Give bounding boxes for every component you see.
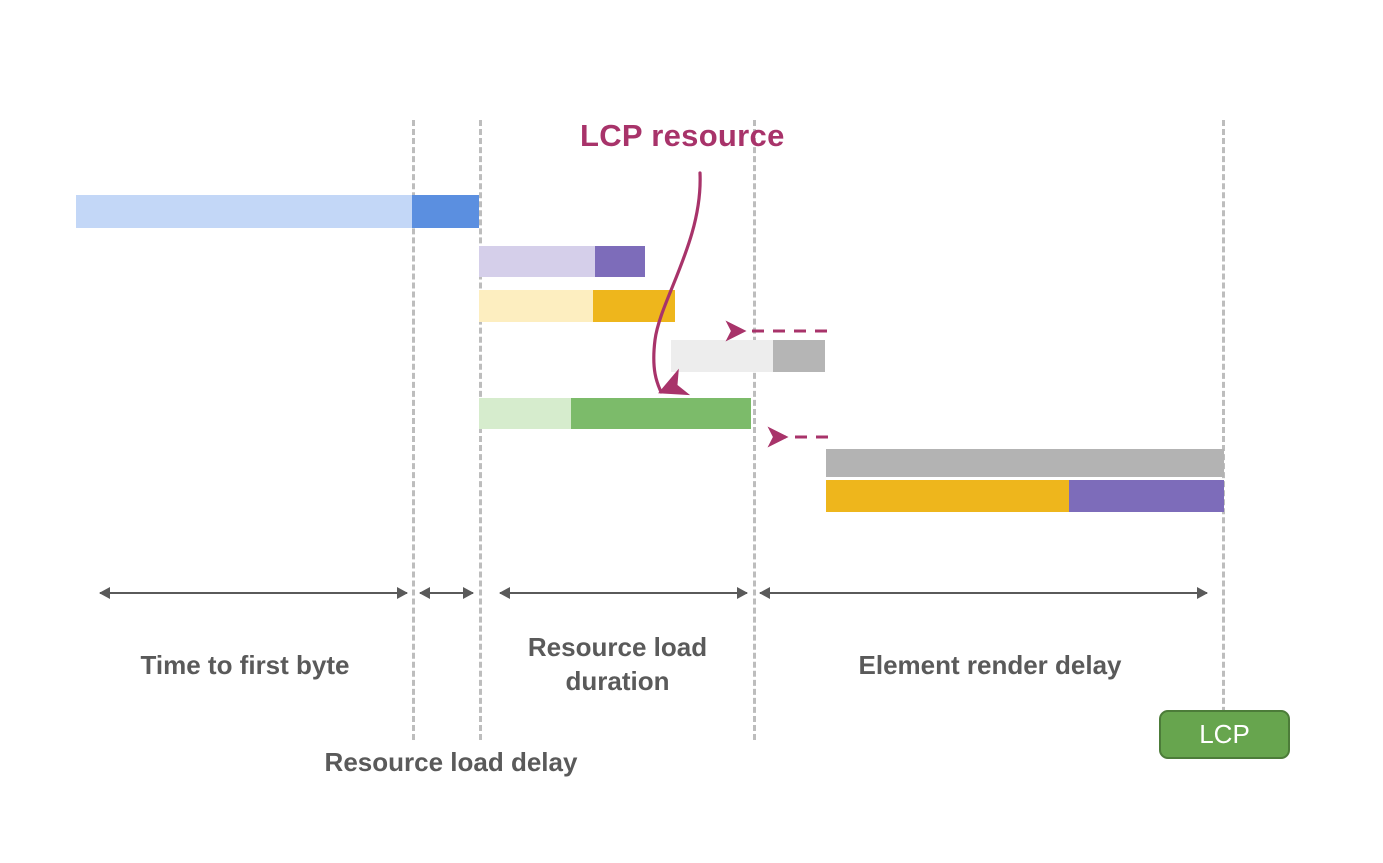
lcp-resource-annotation-label: LCP resource xyxy=(580,118,785,153)
segment-wait xyxy=(671,340,773,372)
measure-arrow-ttfb xyxy=(99,587,408,599)
bar-main-thread-track xyxy=(826,449,1224,477)
segment-download xyxy=(593,290,675,322)
gridline-resource-load-start xyxy=(479,120,482,740)
segment-download xyxy=(595,246,645,277)
segment-wait xyxy=(76,195,412,228)
bar-stylesheet-request xyxy=(479,246,645,277)
gridline-resource-load-end xyxy=(753,120,756,740)
measure-arrow-resource-load-duration xyxy=(499,587,748,599)
bar-script-request xyxy=(479,290,675,322)
segment-download xyxy=(412,195,479,228)
phase-label-element-render-delay: Element render delay xyxy=(858,650,1122,680)
segment-idle xyxy=(826,449,1224,477)
segment-script-eval xyxy=(826,480,1069,512)
segment-download xyxy=(773,340,825,372)
measure-arrow-element-render-delay xyxy=(759,587,1208,599)
bar-main-thread-tasks xyxy=(826,480,1224,512)
bar-lcp-image-request xyxy=(479,398,751,429)
measure-arrow-resource-load-delay xyxy=(419,587,474,599)
phase-label-resource-load-duration-line1: Resource load xyxy=(527,632,708,662)
bar-document-request xyxy=(76,195,479,228)
phase-label-resource-load-delay: Resource load delay xyxy=(324,747,578,777)
segment-download xyxy=(571,398,751,429)
gridline-lcp-time xyxy=(1222,120,1225,740)
lcp-marker-label: LCP xyxy=(1199,719,1250,749)
segment-wait xyxy=(479,290,593,322)
phase-label-ttfb: Time to first byte xyxy=(140,650,350,680)
gridline-ttfb-end xyxy=(412,120,415,740)
bar-other-request xyxy=(671,340,825,372)
segment-wait xyxy=(479,246,595,277)
phase-label-resource-load-duration-line2: duration xyxy=(565,666,670,696)
segment-style-layout xyxy=(1069,480,1224,512)
segment-wait xyxy=(479,398,571,429)
lcp-marker-badge: LCP xyxy=(1159,710,1290,759)
